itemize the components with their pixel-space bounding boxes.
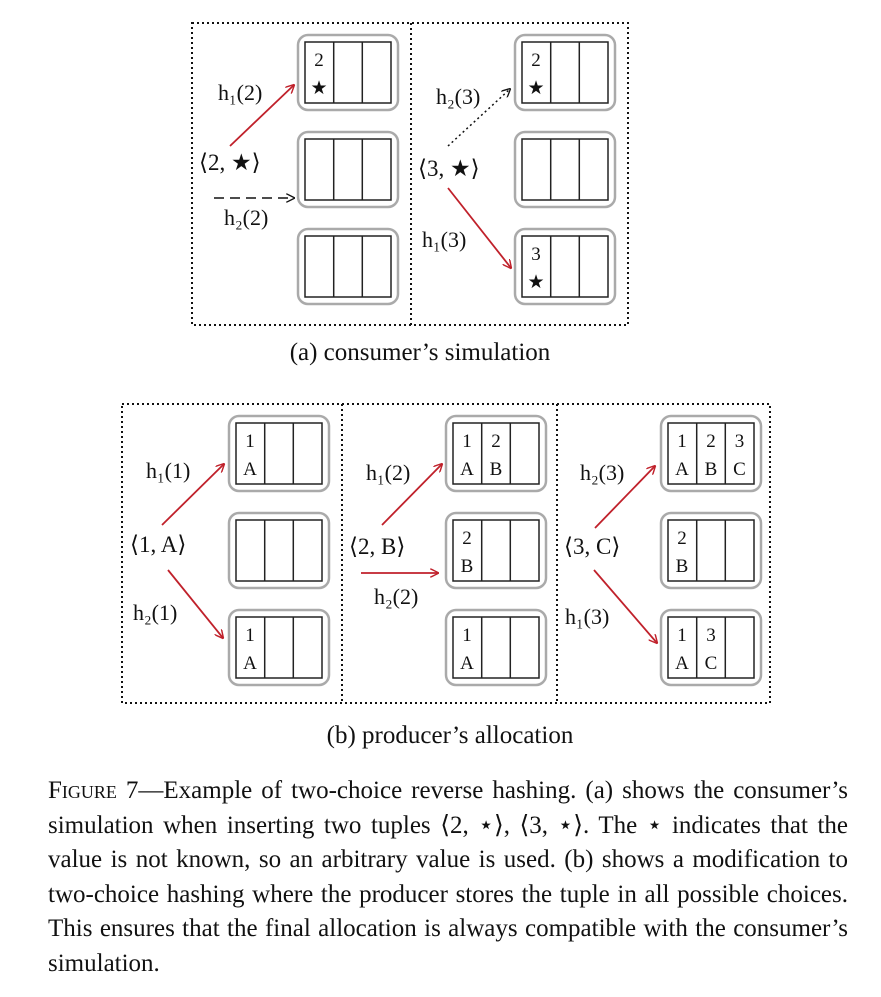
bucket-cell-key: 3 [706,625,716,646]
bucket-cell-key: 2 [314,50,324,71]
bucket-cell-key: 2 [531,50,541,71]
bucket [296,227,400,306]
hash-label: h₁(2) [366,460,410,485]
bucket-cell-value: A [460,459,474,480]
bucket-cell-key: 2 [706,431,716,452]
bucket-cell-key: 1 [245,431,255,452]
bucket [513,130,617,209]
hash-label: h₂(2) [224,205,268,230]
bucket-cell-key: 2 [491,431,501,452]
bucket-cell-value: ★ [310,78,327,99]
bucket-cell-key: 1 [677,431,687,452]
figure-label: Figure 7 [48,777,139,804]
panel-b-caption: (b) producer’s allocation [327,722,574,749]
bucket-cell-key: 1 [462,431,472,452]
bucket-cell-value: B [490,459,503,480]
arrow [594,466,655,529]
hash-label: h₂(1) [133,600,177,625]
bucket-cell-key: 1 [677,625,687,646]
bucket-cell-value: C [733,459,746,480]
bucket-cell-value: A [243,459,257,480]
bucket-cell-key: 1 [245,625,255,646]
arrow [381,464,442,526]
hash-label: h₁(3) [422,227,466,252]
arrow [593,569,657,643]
tuple-label: ⟨1, A⟩ [130,532,186,557]
bucket: 2 B [659,511,763,590]
dotted-arrow [447,89,510,147]
tuple-label: ⟨3, C⟩ [564,534,620,559]
bucket-cell-key: 2 [462,528,472,549]
arrow [229,85,294,147]
bucket-cell-value: ★ [527,272,544,293]
figure-caption: Figure 7—Example of two-choice reverse h… [48,774,848,981]
bucket-cell-value: B [461,556,474,577]
bucket: 1 A 3 C [659,608,763,687]
bucket-cell-key: 3 [531,244,541,265]
hash-label: h₂(3) [436,84,480,109]
bucket: 1 A 2 B 3 C [659,414,763,493]
bucket-cell-value: A [675,459,689,480]
hash-label: h₁(1) [146,458,190,483]
bucket-cell-key: 3 [735,431,745,452]
bucket-cell-value: C [705,653,718,674]
panel-a-caption: (a) consumer’s simulation [290,339,551,366]
bucket: 1 A [227,414,331,493]
bucket-cell-key: 2 [677,528,687,549]
bucket: 1 A [227,608,331,687]
bucket-cell-key: 1 [462,625,472,646]
arrow [167,569,223,638]
figure-caption-text: —Example of two-choice reverse hashing. … [48,777,848,977]
panel-a: 2 ★ h₁(2) ⟨2, ★⟩ h₂(2) 2 ★ [191,22,629,366]
tuple-label: ⟨2, ★⟩ [199,150,261,175]
bucket-cell-value: A [675,653,689,674]
bucket: 2 ★ [513,33,617,112]
bucket-cell-value: B [676,556,689,577]
bucket-cell-value: B [705,459,718,480]
bucket: 2 B [444,511,548,590]
bucket: 3 ★ [513,227,617,306]
hash-label: h₁(2) [218,80,262,105]
bucket-cell-value: A [243,653,257,674]
bucket [296,130,400,209]
bucket [227,511,331,590]
bucket: 2 ★ [296,33,400,112]
panel-b-frame [121,403,771,704]
panel-b: 1 A 1 A h₁(1) ⟨1, A⟩ h₂(1) 1 [121,403,771,749]
bucket: 1 A [444,608,548,687]
bucket-cell-value: ★ [527,78,544,99]
hash-label: h₂(2) [374,584,418,609]
hash-label: h₁(3) [565,604,609,629]
tuple-label: ⟨2, B⟩ [349,534,405,559]
arrow [161,464,224,526]
bucket-cell-value: A [460,653,474,674]
hash-label: h₂(3) [580,460,624,485]
bucket: 1 A 2 B [444,414,548,493]
arrow [447,187,511,268]
tuple-label: ⟨3, ★⟩ [418,156,480,181]
